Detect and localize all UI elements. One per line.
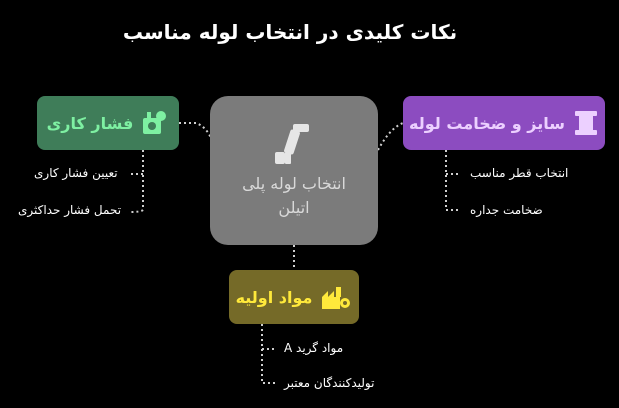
material-label: مواد اولیه [235, 287, 313, 307]
pressure-gauge-icon [143, 111, 167, 134]
pressure-label: فشار کاری [46, 113, 134, 133]
material-node: مواد اولیه [229, 270, 359, 324]
ruler-icon [574, 111, 597, 135]
size-node: سایز و ضخامت لوله [403, 96, 605, 150]
diagram-title: نکات کلیدی در انتخاب لوله مناسب [122, 20, 458, 44]
factory-icon [322, 287, 351, 309]
pressure-item-2: تحمل فشار حداکثری [18, 203, 122, 217]
pressure-node: فشار کاری [37, 96, 179, 150]
size-item-2: ضخامت جداره [470, 203, 543, 217]
size-item-1: انتخاب قطر مناسب [470, 166, 569, 180]
material-item-2: تولیدکنندگان معتبر [284, 376, 375, 390]
size-label: سایز و ضخامت لوله [409, 113, 565, 133]
center-label-line1: انتخاب لوله پلی [242, 174, 346, 194]
material-item-1: مواد گرید A [284, 341, 344, 355]
pipe-icon [275, 124, 309, 165]
center-label-line2: اتیلن [278, 197, 310, 217]
center-node: انتخاب لوله پلی اتیلن [210, 96, 378, 245]
pressure-item-1: تعیین فشار کاری [34, 166, 118, 180]
